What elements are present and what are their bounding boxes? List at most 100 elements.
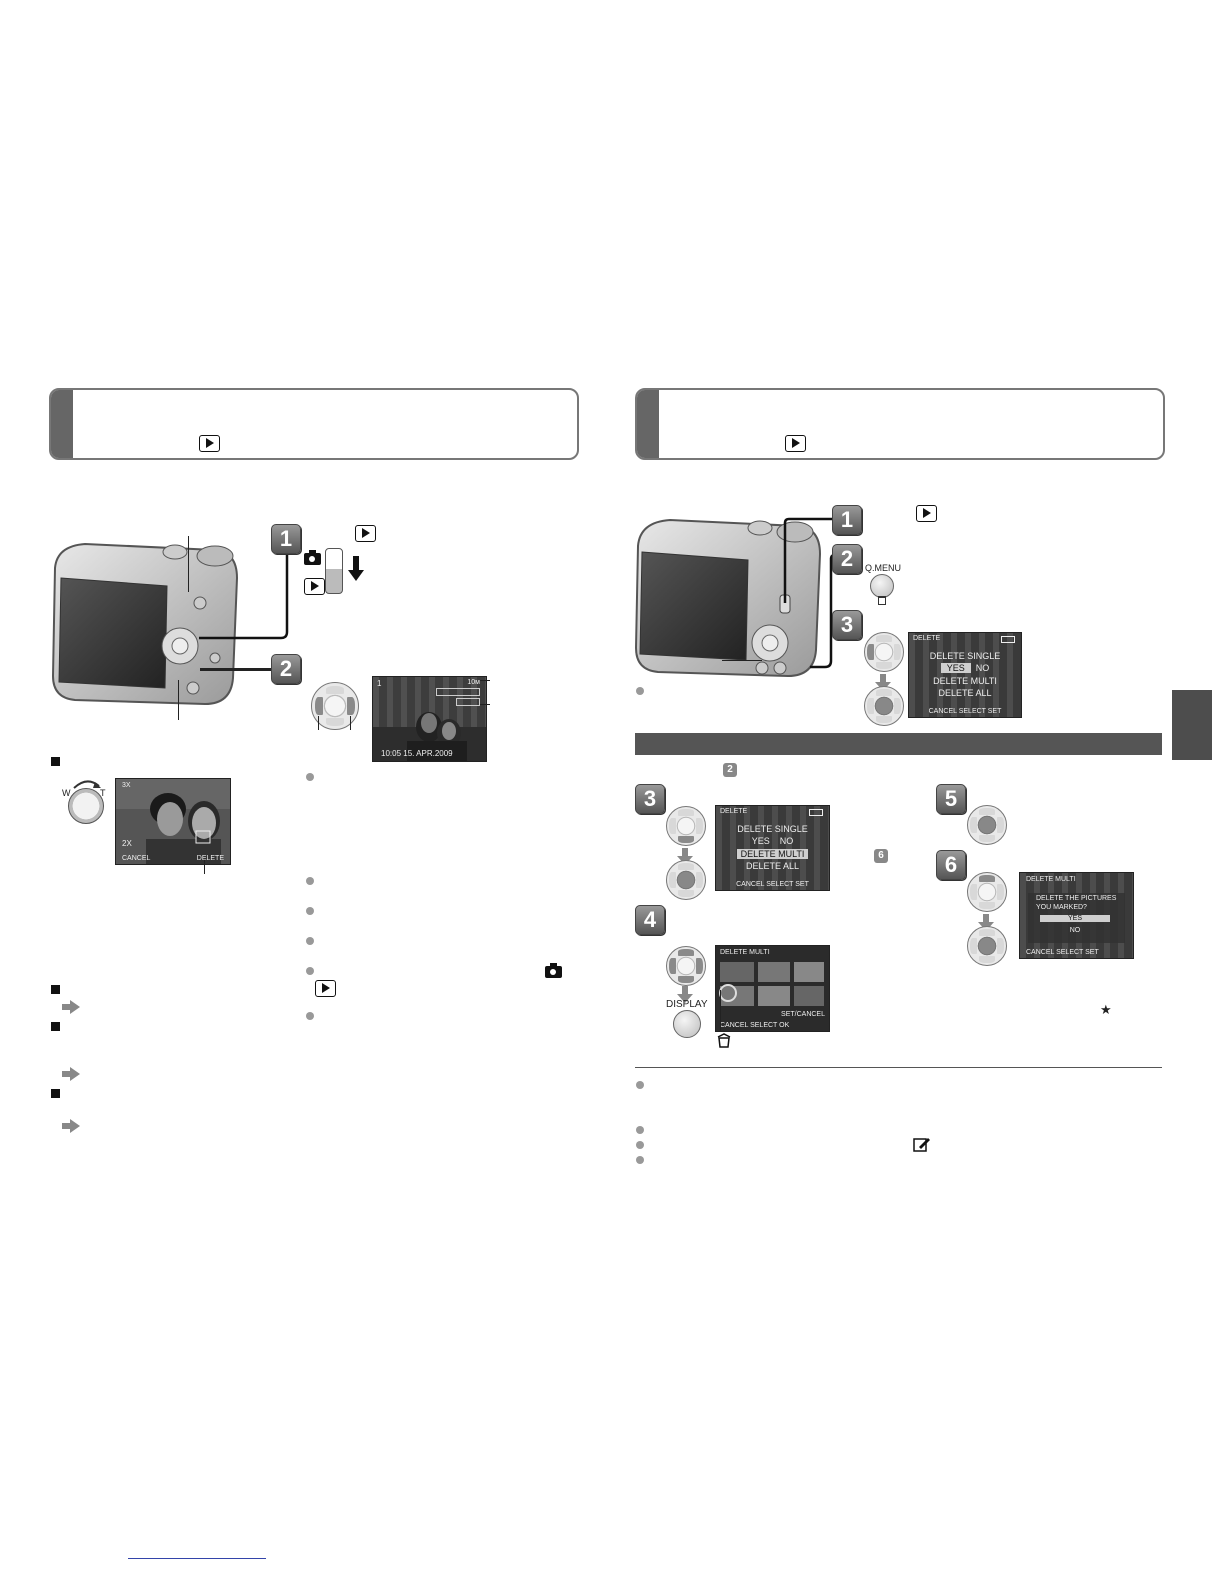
delete-single-option[interactable]: DELETE SINGLE [929,651,1001,661]
bullet [306,773,314,781]
control-dial[interactable] [666,946,706,986]
edit-icon [913,1138,930,1152]
multi-footer: CANCEL SELECT OK [720,1022,790,1029]
section-marker [51,1022,60,1031]
menu-set-button[interactable] [666,860,706,900]
delete-all-option[interactable]: DELETE ALL [938,688,992,698]
display-button[interactable] [673,1010,701,1038]
camera-icon [304,550,321,565]
qmenu-label: Q.MENU [865,563,901,573]
callout-line [350,716,351,730]
delete-multi-option[interactable]: DELETE MULTI [736,849,809,859]
delete-multi-option[interactable]: DELETE MULTI [933,676,997,686]
menu-title: DELETE [913,635,941,642]
bullet [636,1156,644,1164]
camera-back-illustration [51,542,239,706]
delete-menu-screen-multi: DELETE DELETE SINGLE YES NO DELETE MULTI… [715,805,830,891]
callout-line [480,680,490,681]
step-6-badge: 6 [936,850,966,880]
reference-arrow-icon [62,1000,80,1014]
set-cancel-label: SET/CANCEL [781,1011,825,1018]
playback-icon [916,505,937,522]
playback-icon [199,435,220,452]
reference-arrow-icon [62,1067,80,1081]
step-1-badge: 1 [832,505,862,535]
step-4-badge: 4 [635,905,665,935]
zoom-playback-screen: 3X 2X CANCEL DELETE [115,778,231,865]
confirm-footer: CANCEL SELECT SET [1026,949,1099,956]
bullet [636,1081,644,1089]
file-number: 1 [377,679,382,688]
confirm-yes[interactable]: YES [1040,915,1110,922]
confirm-no[interactable]: NO [1069,927,1081,934]
playback-icon [785,435,806,452]
control-dial[interactable] [864,632,904,672]
section-divider-bar [635,733,1162,755]
menu-footer: CANCEL SELECT SET [928,708,1002,715]
notes-divider [635,1067,1162,1068]
qmenu-button[interactable] [870,574,894,598]
step-3-badge: 3 [635,784,665,814]
display-label: DISPLAY [666,999,708,1010]
step2-callout-line [200,668,275,671]
chapter-tab [1172,690,1212,760]
header-accent-bar [51,390,73,458]
step-2-badge: 2 [832,544,862,574]
left-button[interactable] [314,696,324,716]
control-dial[interactable] [311,682,359,730]
down-arrow-icon [348,570,364,581]
bullet [306,1012,314,1020]
mini-step-2-badge: 2 [723,763,737,777]
callout-line [720,990,721,1032]
zoom-lever[interactable] [68,788,104,824]
callout-line [204,860,205,874]
step-callout-lines [783,517,841,669]
bullet [306,937,314,945]
callout-line [188,536,189,592]
zoom-w-label: W [62,788,71,798]
bullet [636,1126,644,1134]
menu-set-button[interactable] [967,926,1007,966]
menu-set-button[interactable] [967,805,1007,845]
star-icon: ★ [1100,1002,1112,1017]
mini-step-6-badge: 6 [874,849,888,863]
playback-icon [315,980,336,997]
rotate-arrow-icon [73,780,101,789]
bullet [306,967,314,975]
left-header-box [49,388,579,460]
zoom-indicator: 3X [122,782,131,789]
step1-callout-line [199,544,289,640]
playback-icon [355,525,376,542]
playback-screen: 1 10м 10:05 15. APR.2009 [372,676,487,762]
step-3-badge: 3 [832,610,862,640]
menu-set-button[interactable] [864,686,904,726]
confirm-title: DELETE MULTI [1026,876,1076,883]
down-arrow-icon [677,986,693,1003]
section-marker [51,985,60,994]
control-dial[interactable] [967,872,1007,912]
delete-mark-icon [717,1033,731,1048]
no-option[interactable]: NO [975,663,990,673]
yes-option[interactable]: YES [940,663,971,673]
bullet [636,1141,644,1149]
control-dial[interactable] [666,806,706,846]
delete-multi-screen: DELETE MULTI SET/CANCEL CANCEL SELECT OK [715,945,830,1032]
step-5-badge: 5 [936,784,966,814]
reference-arrow-icon [62,1119,80,1133]
bullet [306,907,314,915]
down-arrow-shaft [353,556,359,571]
callout-line [178,680,179,720]
confirm-question: DELETE THE PICTURES [1036,895,1117,902]
zoom-t-label: T [100,788,106,798]
header-accent-bar [637,390,659,458]
step-2-badge: 2 [271,654,301,684]
cancel-label: CANCEL [122,855,151,862]
trash-icon [878,596,886,605]
callout-line [318,716,319,730]
bullet [636,687,644,695]
mode-switch[interactable] [325,548,343,594]
playback-icon [304,578,325,595]
confirm-screen: DELETE MULTI DELETE THE PICTURES YOU MAR… [1019,872,1134,959]
right-button[interactable] [346,696,356,716]
camera-icon [545,963,562,978]
